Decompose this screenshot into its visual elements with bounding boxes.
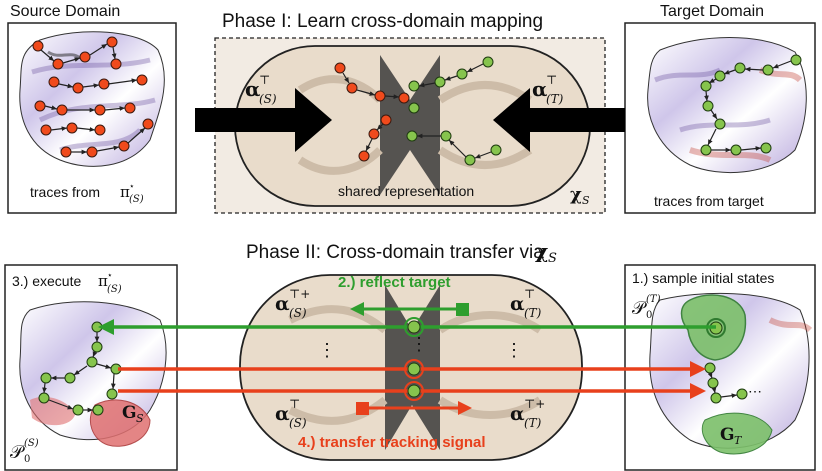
svg-text:0: 0 [646,310,652,321]
green-transfer-line [98,317,716,337]
source-domain-panel: traces from π ⋆ (S) [7,22,177,214]
svg-text:T: T [734,434,743,447]
svg-text:(S): (S) [289,416,307,430]
svg-text:⊤: ⊤ [546,73,557,87]
svg-text:S: S [136,412,144,425]
target-trace-nodes [700,54,802,156]
target-domain-panel: traces from target [624,22,816,214]
phase2-title: Phase II: Cross-domain transfer via χ S [246,239,557,266]
step2-label: 2.) reflect target [338,274,451,291]
svg-text:⊤: ⊤ [259,73,270,87]
svg-text:π: π [120,183,130,201]
step4-label: 4.) transfer tracking signal [298,434,486,451]
svg-text:α: α [245,77,260,101]
goal-target-label: G T [720,425,743,447]
shared-representation-panel: α ⊤ (S) α ⊤ (T) shared representation χ … [214,37,606,214]
goal-region-target [701,412,773,455]
svg-text:χ: χ [535,239,548,263]
step3-label: 3.) execute π ⋆ (S) [12,271,122,295]
svg-text:α: α [532,77,547,101]
svg-text:⊤+: ⊤+ [524,397,545,411]
svg-text:𝒫: 𝒫 [10,442,25,463]
svg-text:G: G [720,425,735,445]
shared-representation-caption: shared representation [338,183,474,199]
svg-text:(T): (T) [524,306,542,320]
traces-target-caption: traces from target [654,193,764,209]
svg-text:α: α [510,293,525,315]
alpha-source-plus-label: α ⊤+ (S) [275,287,310,320]
svg-text:α: α [275,403,290,425]
step1-label: 1.) sample initial states [632,270,774,286]
svg-text:(S): (S) [24,438,39,449]
svg-text:traces from: traces from [30,184,100,200]
svg-text:3.) execute: 3.) execute [12,273,81,289]
alpha-target-label: α ⊤ (T) [532,73,564,106]
goal-region-source [90,399,151,447]
svg-text:α: α [510,403,525,425]
alpha-target-plus-label: α ⊤+ (T) [510,397,545,430]
svg-text:(T): (T) [546,92,564,106]
svg-text:α: α [275,293,290,315]
svg-text:0: 0 [24,454,30,465]
svg-text:⊤+: ⊤+ [289,287,310,301]
source-trace-nodes [32,36,154,158]
svg-text:⋮: ⋮ [318,340,336,361]
svg-text:G: G [122,403,137,423]
svg-text:(S): (S) [289,306,307,320]
goal-source-label: G S [122,403,144,425]
svg-text:⋮: ⋮ [410,334,428,355]
svg-text:⋆: ⋆ [129,182,135,192]
svg-text:⊤: ⊤ [524,287,535,301]
target-domain-label: Target Domain [660,3,764,20]
traces-source-caption: traces from π ⋆ (S) [30,182,144,205]
svg-text:χ: χ [570,184,582,205]
initial-dist-target-label: 𝒫 (T) 0 [632,294,661,321]
source-to-shared-arrow [195,88,332,152]
svg-text:S: S [548,251,557,266]
red-transfer-lines [118,359,706,401]
svg-text:⋮: ⋮ [505,340,523,361]
svg-text:Phase II: Cross-domain transf: Phase II: Cross-domain transfer via [246,242,544,263]
svg-text:(S): (S) [259,92,277,106]
svg-text:(S): (S) [107,284,122,295]
phase1-title: Phase I: Learn cross-domain mapping [222,11,543,32]
initial-dist-source-label: 𝒫 (S) 0 [10,438,39,465]
svg-text:⋯: ⋯ [748,384,762,400]
transfer-tracking-arrow [356,401,472,415]
svg-text:𝒫: 𝒫 [632,298,647,319]
target-to-shared-arrow [493,88,625,152]
svg-text:(T): (T) [524,416,542,430]
chi-s-label: χ S [570,184,590,207]
alpha-source-bottom-label: α ⊤ (S) [275,397,307,430]
alpha-source-label: α ⊤ (S) [245,73,277,106]
svg-text:(T): (T) [646,294,661,305]
source-domain-label: Source Domain [10,3,120,20]
alpha-target-top-label: α ⊤ (T) [510,287,542,320]
svg-text:π: π [98,272,108,290]
reflect-target-arrow [350,302,469,316]
svg-text:⋆: ⋆ [107,271,113,281]
svg-text:S: S [582,194,590,207]
svg-text:(S): (S) [129,194,144,205]
svg-text:⊤: ⊤ [289,397,300,411]
